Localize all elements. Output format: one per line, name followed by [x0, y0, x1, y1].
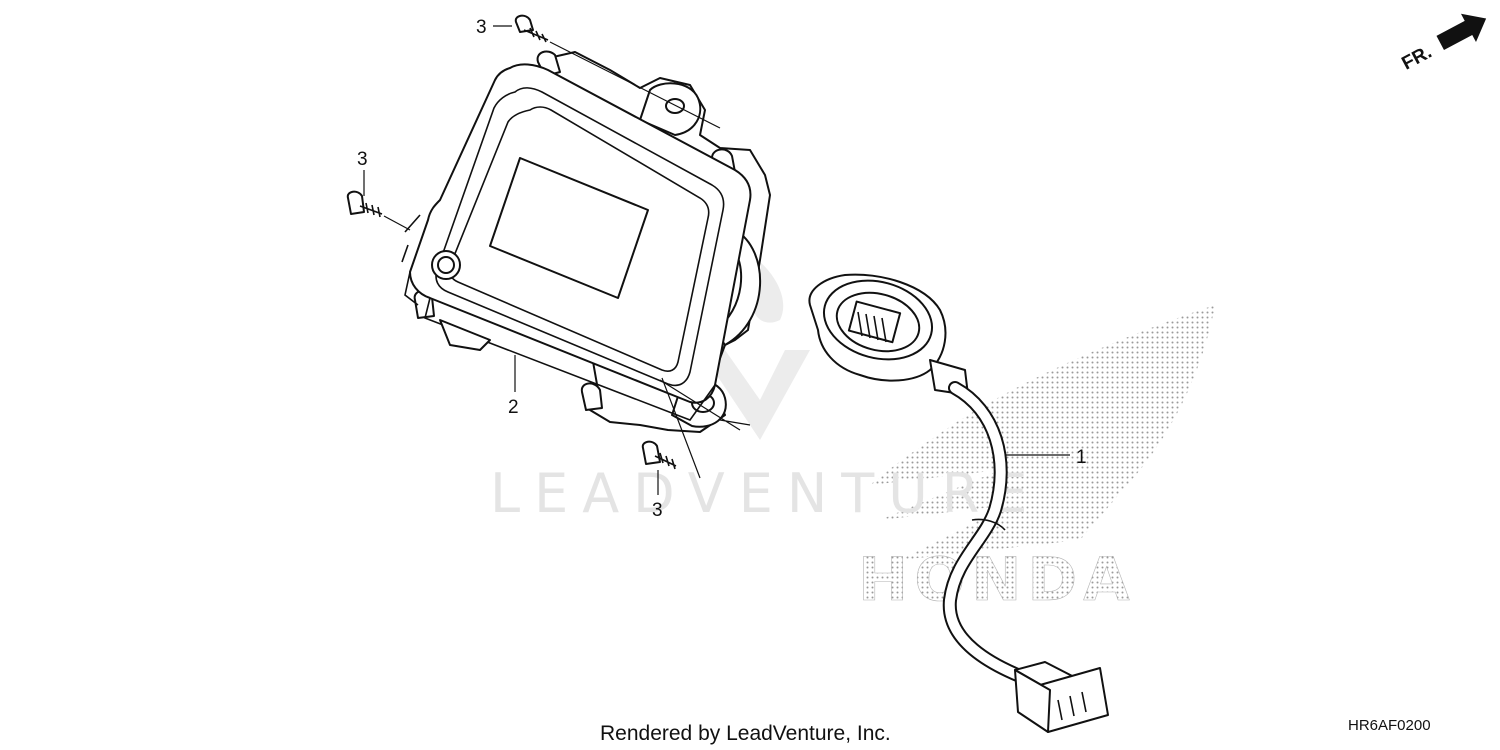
screw-bottom: [641, 377, 751, 479]
honda-wing-logo: HONDA: [858, 305, 1215, 615]
wire-harness: [808, 273, 1109, 733]
callout-meter-assembly: 2: [508, 397, 519, 418]
leadventure-watermark: LEADVENTURE: [490, 250, 1041, 525]
diagram-code: HR6AF0200: [1348, 717, 1431, 734]
front-direction-indicator: FR.: [1399, 13, 1487, 75]
render-credit: Rendered by LeadVenture, Inc.: [600, 722, 891, 745]
screw-left: [346, 190, 411, 231]
watermark-text: LEADVENTURE: [490, 462, 1041, 525]
callout-screw-top: 3: [476, 17, 487, 38]
direction-arrow-icon: [1436, 13, 1487, 50]
callout-screw-left: 3: [357, 149, 368, 170]
direction-label: FR.: [1399, 42, 1436, 75]
meter-assembly: [401, 50, 771, 433]
screw-top: [514, 14, 721, 129]
callout-harness: 1: [1076, 447, 1087, 468]
callout-screw-bottom: 3: [652, 500, 663, 521]
honda-logo-text: HONDA: [858, 545, 1136, 615]
